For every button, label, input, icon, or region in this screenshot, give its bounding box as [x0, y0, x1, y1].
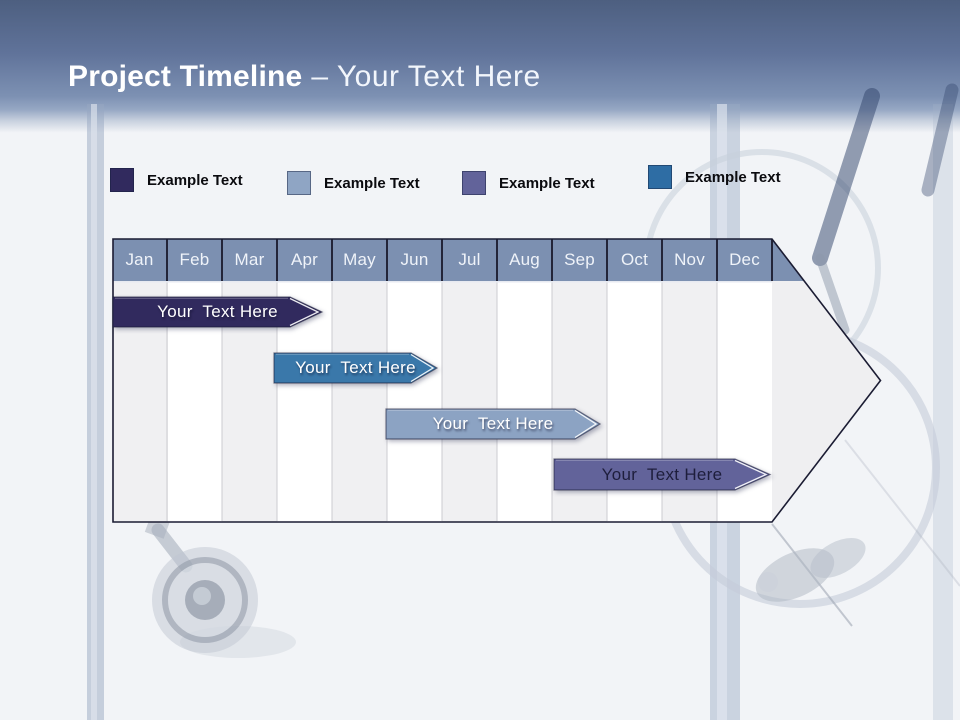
- header-band: [0, 0, 960, 134]
- month-header-jul: Jul: [458, 250, 481, 269]
- timeline-bar-4: Your Text Here: [553, 458, 772, 491]
- legend-label: Example Text: [685, 168, 781, 186]
- bar-label: Your Text Here: [295, 358, 416, 377]
- legend-swatch-purple: [462, 171, 486, 195]
- month-header-mar: Mar: [234, 250, 265, 269]
- legend-label: Example Text: [147, 171, 243, 189]
- stethoscope-chestpiece: [144, 511, 296, 658]
- bar-label: Your Text Here: [157, 302, 278, 321]
- legend-swatch-steel: [287, 171, 311, 195]
- bar-shape: [385, 408, 602, 440]
- legend-swatch-teal: [648, 165, 672, 189]
- rod-left: [87, 104, 104, 720]
- month-header-sep: Sep: [564, 250, 595, 269]
- month-header-nov: Nov: [674, 250, 705, 269]
- bar-shape: [273, 352, 439, 384]
- page-title: Project Timeline– Your Text Here: [68, 60, 541, 94]
- month-header-feb: Feb: [179, 250, 210, 269]
- month-header-row: Jan Feb Mar Apr May Jun Jul Aug Sep Oct Nov Dec: [112, 238, 772, 281]
- title-suffix: – Your Text Here: [311, 60, 541, 93]
- timeline-bar-2: Your Text Here: [273, 352, 439, 384]
- rod-right: [933, 104, 953, 720]
- legend-item-3: Example Text: [462, 171, 595, 195]
- month-header-may: May: [343, 250, 376, 269]
- bar-label: Your Text Here: [601, 465, 723, 484]
- month-header-oct: Oct: [620, 250, 649, 269]
- legend-item-2: Example Text: [287, 171, 420, 195]
- month-header-aug: Aug: [509, 250, 540, 269]
- legend-label: Example Text: [324, 174, 420, 192]
- title-main: Project Timeline: [68, 60, 303, 93]
- timeline-bar-1: Your Text Here: [112, 296, 324, 328]
- timeline-bar-3: Your Text Here: [385, 408, 602, 440]
- legend-item-1: Example Text: [110, 168, 243, 192]
- legend-label: Example Text: [499, 174, 595, 192]
- month-header-dec: Dec: [729, 250, 760, 269]
- bar-label: Your Text Here: [432, 414, 554, 433]
- bar-shape: [112, 296, 324, 328]
- legend-swatch-navy: [110, 168, 134, 192]
- month-header-apr: Apr: [290, 250, 319, 269]
- month-header-jun: Jun: [400, 250, 429, 269]
- legend-item-4: Example Text: [648, 165, 781, 189]
- bar-shape: [553, 458, 772, 491]
- month-header-jan: Jan: [125, 250, 154, 269]
